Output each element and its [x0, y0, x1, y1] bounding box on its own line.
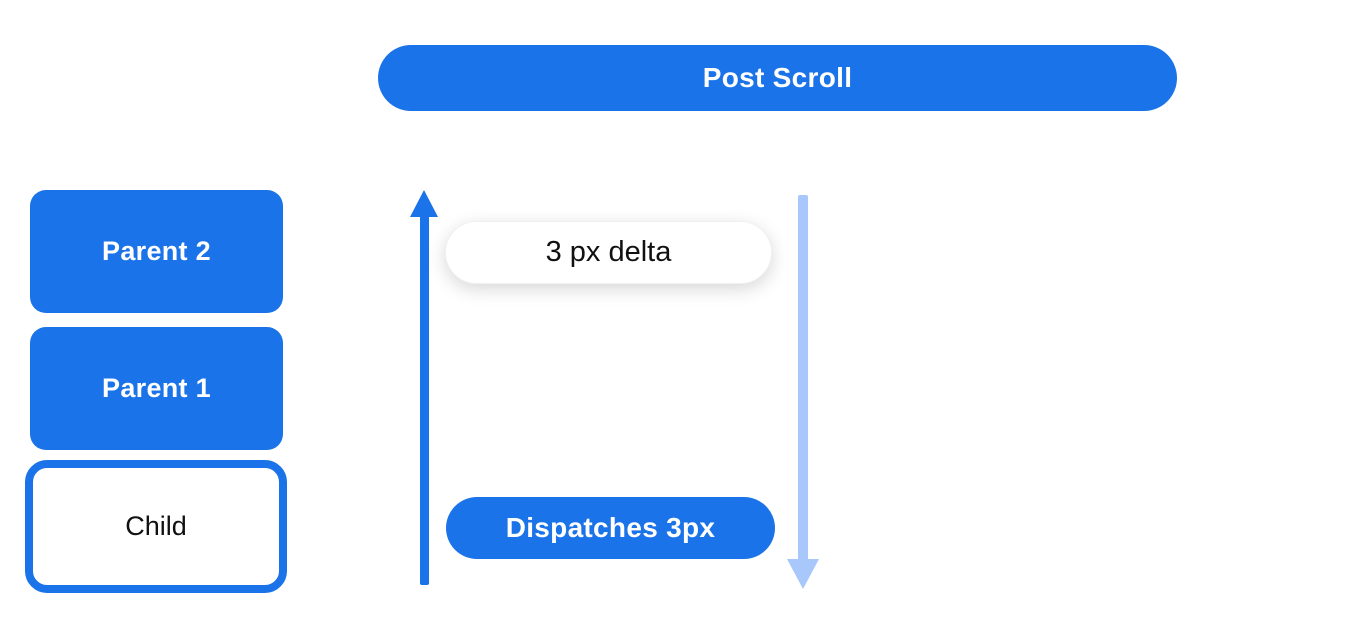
- post-scroll-banner: Post Scroll: [378, 45, 1177, 111]
- dispatch-pill: Dispatches 3px: [446, 497, 775, 559]
- dispatch-pill-label: Dispatches 3px: [505, 512, 716, 543]
- child-node: Child: [25, 460, 287, 593]
- down-arrow-shaft: [798, 195, 808, 561]
- down-arrow-head: [787, 559, 819, 589]
- parent-1-label: Parent 1: [102, 373, 211, 403]
- parent-2-label: Parent 2: [102, 236, 211, 266]
- up-arrow-head: [410, 190, 438, 217]
- down-arrow-icon: [787, 195, 819, 590]
- delta-pill-label: 3 px delta: [545, 236, 672, 268]
- child-label: Child: [125, 511, 187, 541]
- post-scroll-banner-label: Post Scroll: [702, 62, 853, 93]
- parent-2-node: Parent 2: [30, 190, 283, 313]
- parent-1-node: Parent 1: [30, 327, 283, 450]
- up-arrow-icon: [410, 190, 439, 585]
- delta-pill: 3 px delta: [445, 221, 772, 284]
- up-arrow-shaft: [420, 213, 429, 585]
